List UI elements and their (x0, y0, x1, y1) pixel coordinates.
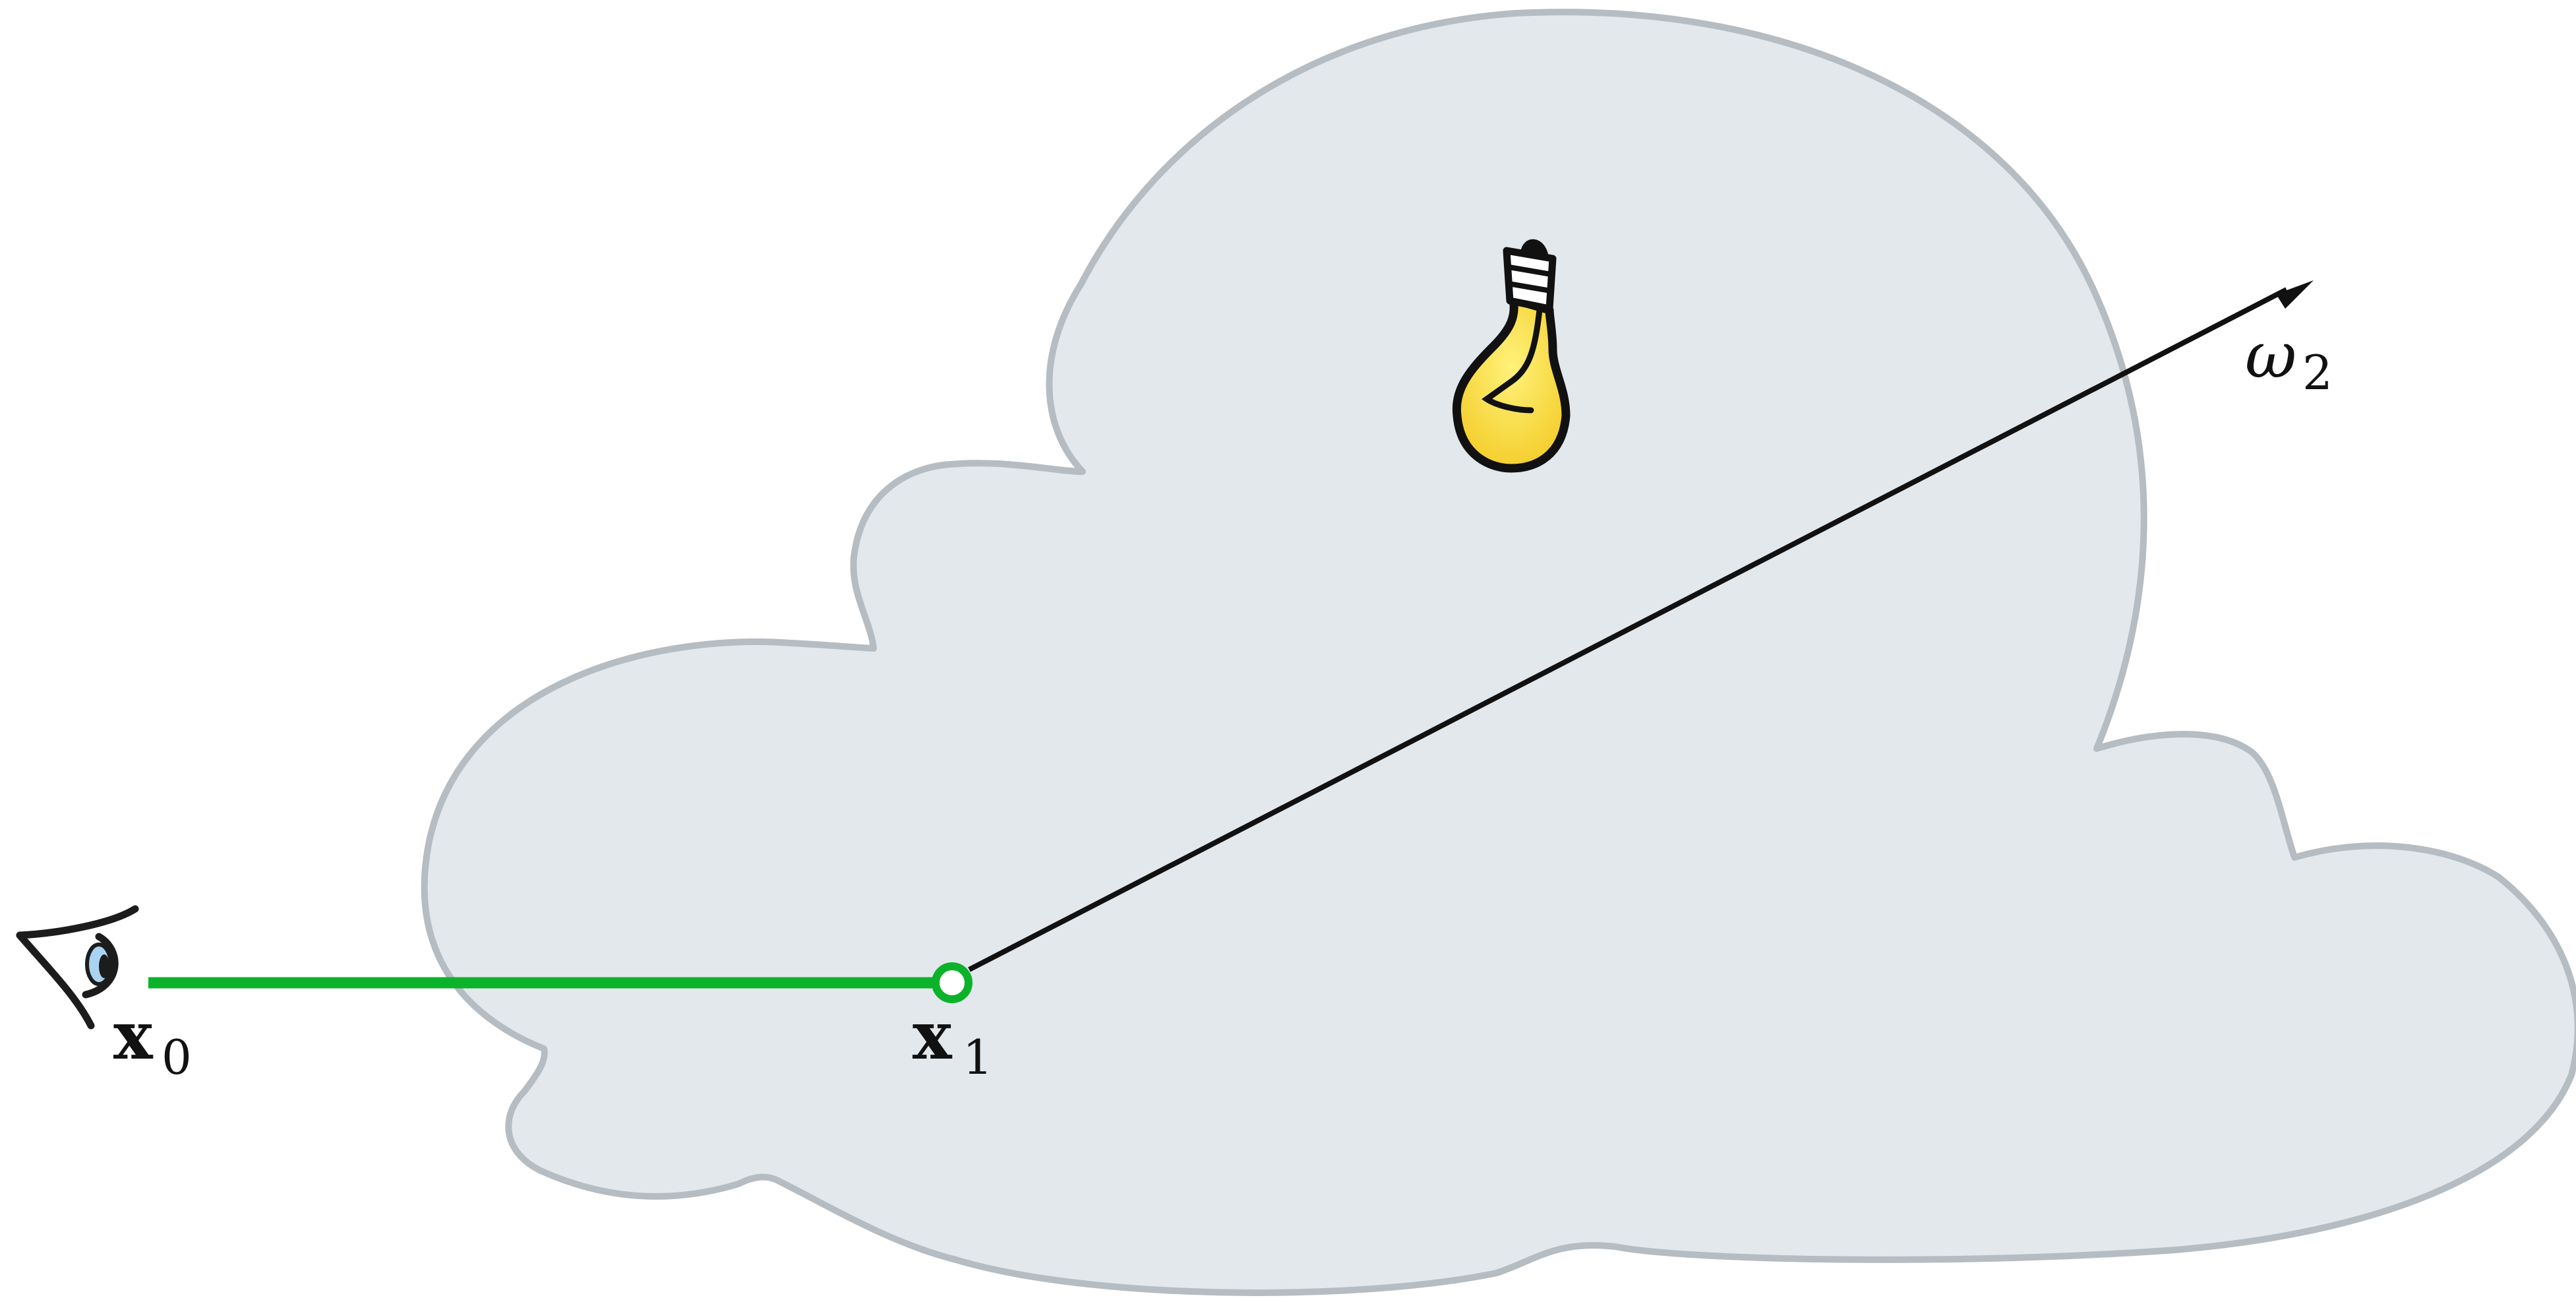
participating-medium-cloud (425, 12, 2576, 1293)
scattering-vertex-x1 (936, 966, 969, 999)
label-x0: x 0 (113, 997, 192, 1085)
svg-text:x: x (913, 997, 953, 1074)
svg-text:1: 1 (963, 1030, 993, 1085)
label-omega2: ω 2 (2245, 319, 2333, 400)
svg-text:2: 2 (2302, 345, 2333, 400)
svg-text:0: 0 (162, 1030, 192, 1085)
direction-arrowhead (2276, 280, 2314, 309)
svg-text:ω: ω (2245, 319, 2296, 392)
svg-text:x: x (113, 997, 154, 1074)
